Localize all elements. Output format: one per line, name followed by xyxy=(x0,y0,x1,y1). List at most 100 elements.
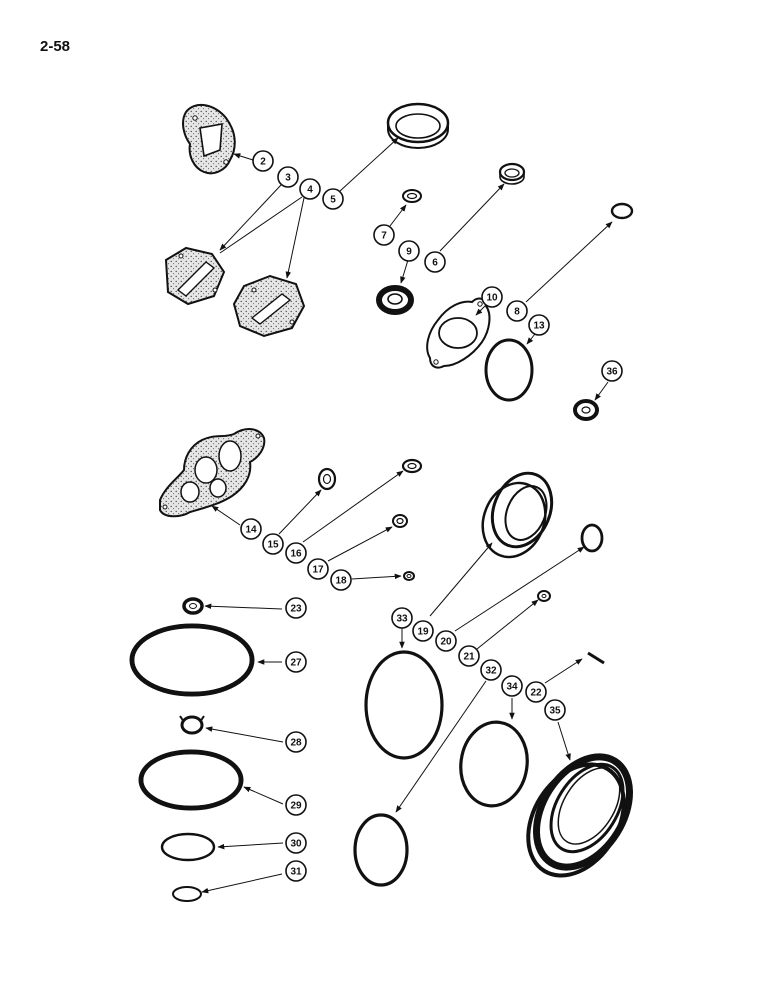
page-number: 2-58 xyxy=(40,38,71,55)
callout-label: 4 xyxy=(307,185,313,196)
washer-part-18 xyxy=(403,571,415,581)
callout-label: 19 xyxy=(417,627,429,638)
leader-line-20 xyxy=(454,546,585,632)
o-ring-part-13 xyxy=(484,338,534,402)
flange-gasket-part-10 xyxy=(426,297,491,369)
callout-9: 9 xyxy=(398,240,420,262)
washer-part-16 xyxy=(401,458,423,474)
o-ring-part-34 xyxy=(459,720,529,808)
lip-seal-part-9 xyxy=(376,285,414,315)
leader-line-4 xyxy=(285,197,305,279)
callout-label: 20 xyxy=(440,637,452,648)
washer-part-17 xyxy=(392,514,408,528)
leader-line-19 xyxy=(429,542,493,617)
o-ring-part-33 xyxy=(364,650,444,760)
callout-5: 5 xyxy=(322,188,344,210)
callout-label: 18 xyxy=(335,576,347,587)
callout-20: 20 xyxy=(435,630,457,652)
callout-label: 21 xyxy=(463,652,475,663)
leader-line-29 xyxy=(243,786,284,805)
leader-line-17 xyxy=(327,526,393,562)
leader-line-4b xyxy=(219,196,303,254)
callout-14: 14 xyxy=(240,518,262,540)
leader-line-7 xyxy=(389,204,407,227)
seal-part-23 xyxy=(182,597,204,615)
callout-6: 6 xyxy=(424,251,446,273)
callout-label: 6 xyxy=(432,258,438,269)
o-ring-part-8 xyxy=(610,202,634,220)
callout-35: 35 xyxy=(544,699,566,721)
callout-27: 27 xyxy=(285,651,307,673)
callout-label: 36 xyxy=(606,367,618,378)
leader-line-31 xyxy=(201,873,283,894)
washer-part-21 xyxy=(537,590,551,602)
callout-18: 18 xyxy=(330,569,352,591)
leader-line-16 xyxy=(302,470,404,543)
callout-label: 22 xyxy=(530,688,542,699)
callout-8: 8 xyxy=(506,300,528,322)
seal-part-6 xyxy=(498,162,526,185)
leader-line-18 xyxy=(351,573,402,580)
callout-label: 29 xyxy=(290,801,302,812)
callout-17: 17 xyxy=(307,558,329,580)
callout-label: 23 xyxy=(290,604,302,615)
hose-clamp-part-28 xyxy=(179,715,205,735)
callout-34: 34 xyxy=(501,675,523,697)
callout-4: 4 xyxy=(299,178,321,200)
gasket-part-4 xyxy=(232,274,306,338)
callout-label: 35 xyxy=(549,706,561,717)
o-ring-part-20 xyxy=(580,523,604,553)
callout-label: 7 xyxy=(381,231,387,242)
callout-label: 27 xyxy=(290,658,302,669)
leader-line-23 xyxy=(204,603,283,610)
callout-2: 2 xyxy=(252,150,274,172)
callout-label: 14 xyxy=(245,525,257,536)
callout-label: 8 xyxy=(514,307,520,318)
lip-seal-part-35 xyxy=(526,753,633,878)
leader-line-21 xyxy=(476,599,539,650)
callout-label: 34 xyxy=(506,682,518,693)
callout-29: 29 xyxy=(285,794,307,816)
pin-part-22 xyxy=(587,651,605,665)
leader-line-10 xyxy=(475,303,488,316)
leader-line-15 xyxy=(278,489,322,535)
callout-19: 19 xyxy=(412,620,434,642)
leader-line-3 xyxy=(219,184,282,251)
oil-seal-part-19 xyxy=(481,471,554,559)
callout-22: 22 xyxy=(525,681,547,703)
o-ring-part-32 xyxy=(353,813,409,887)
callout-36: 36 xyxy=(601,360,623,382)
callout-label: 2 xyxy=(260,157,266,168)
leader-line-13 xyxy=(526,333,536,345)
o-ring-part-30 xyxy=(160,832,216,862)
leader-line-8 xyxy=(525,221,613,303)
callout-label: 3 xyxy=(285,173,291,184)
callout-10: 10 xyxy=(481,286,503,308)
leader-line-5 xyxy=(339,137,399,192)
callout-7: 7 xyxy=(373,224,395,246)
callout-label: 5 xyxy=(330,195,336,206)
callout-label: 31 xyxy=(290,867,302,878)
o-ring-part-31 xyxy=(172,886,202,902)
callout-21: 21 xyxy=(458,645,480,667)
callout-label: 9 xyxy=(406,247,412,258)
leader-line-6 xyxy=(439,183,505,252)
leader-line-14 xyxy=(211,505,241,526)
leader-line-30 xyxy=(217,842,284,850)
callout-label: 28 xyxy=(290,738,302,749)
leader-line-36 xyxy=(594,381,609,401)
callout-13: 13 xyxy=(528,314,550,336)
o-ring-part-29 xyxy=(138,749,244,811)
callout-label: 10 xyxy=(486,293,498,304)
callout-label: 32 xyxy=(485,666,497,677)
callout-31: 31 xyxy=(285,860,307,882)
callout-label: 30 xyxy=(290,839,302,850)
callout-32: 32 xyxy=(480,659,502,681)
o-ring-part-27 xyxy=(129,623,255,697)
callout-15: 15 xyxy=(262,533,284,555)
seal-ring-part-5 xyxy=(386,102,450,150)
callout-23: 23 xyxy=(285,597,307,619)
callout-28: 28 xyxy=(285,731,307,753)
callout-label: 33 xyxy=(396,614,408,625)
